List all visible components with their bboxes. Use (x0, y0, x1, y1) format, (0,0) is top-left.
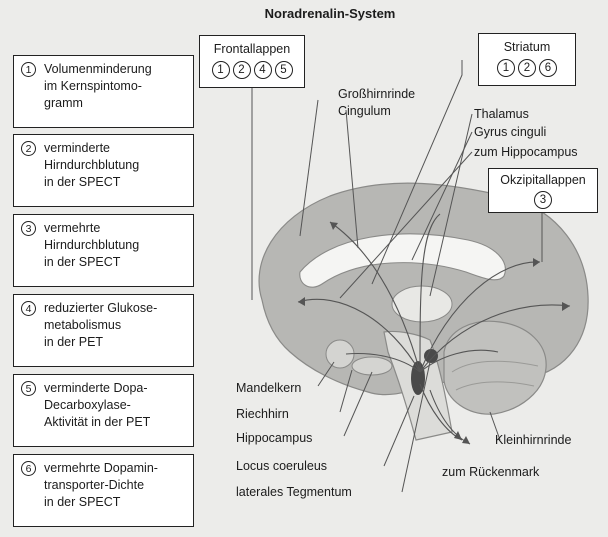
legend-text: transporter-Dichte (44, 477, 187, 494)
region-title: Okzipitallappen (495, 172, 591, 189)
region-number: 2 (233, 61, 251, 79)
region-number: 5 (275, 61, 293, 79)
legend-item-5: 5 verminderte Dopa- Decarboxylase- Aktiv… (13, 374, 194, 447)
legend-text: verminderte Dopa- (44, 380, 187, 397)
label-thalamus: Thalamus (474, 106, 529, 122)
legend-item-4: 4 reduzierter Glukose- metabolismus in d… (13, 294, 194, 367)
region-number: 4 (254, 61, 272, 79)
region-title: Frontallappen (206, 41, 298, 58)
legend-text: in der SPECT (44, 254, 187, 271)
label-hippocampus: Hippocampus (236, 430, 312, 446)
legend-text: in der SPECT (44, 174, 187, 191)
label-locus-coeruleus: Locus coeruleus (236, 458, 327, 474)
region-title: Striatum (485, 39, 569, 56)
region-number: 1 (212, 61, 230, 79)
legend-text: gramm (44, 95, 187, 112)
label-mandelkern: Mandelkern (236, 380, 301, 396)
label-kleinhirnrinde: Kleinhirnrinde (495, 432, 571, 448)
legend-text: Aktivität in der PET (44, 414, 187, 431)
tegmentum-nucleus (424, 349, 438, 363)
legend-text: verminderte (44, 140, 187, 157)
legend-item-1: 1 Volumenminderung im Kernspintomo- gram… (13, 55, 194, 128)
legend-item-6: 6 vermehrte Dopamin- transporter-Dichte … (13, 454, 194, 527)
legend-number: 2 (21, 141, 36, 156)
legend-item-3: 3 vermehrte Hirndurchblutung in der SPEC… (13, 214, 194, 287)
legend-text: im Kernspintomo- (44, 78, 187, 95)
legend-text: Hirndurchblutung (44, 157, 187, 174)
region-number: 1 (497, 59, 515, 77)
label-riechhirn: Riechhirn (236, 406, 289, 422)
legend-text: Hirndurchblutung (44, 237, 187, 254)
legend-number: 1 (21, 62, 36, 77)
legend-number: 3 (21, 221, 36, 236)
legend-number: 4 (21, 301, 36, 316)
label-laterales-tegmentum: laterales Tegmentum (236, 484, 352, 500)
okzipitallappen-box: Okzipitallappen 3 (488, 168, 598, 213)
label-grosshirnrinde: Großhirnrinde (338, 86, 415, 102)
striatum-box: Striatum 1 2 6 (478, 33, 576, 86)
region-number: 2 (518, 59, 536, 77)
label-zum-rueckenmark: zum Rückenmark (442, 464, 539, 480)
legend-text: Volumenminderung (44, 61, 187, 78)
region-number: 6 (539, 59, 557, 77)
legend-text: in der PET (44, 334, 187, 351)
legend-text: reduzierter Glukose- (44, 300, 187, 317)
label-gyrus-cinguli: Gyrus cinguli (474, 124, 546, 140)
region-number: 3 (534, 191, 552, 209)
legend-text: vermehrte Dopamin- (44, 460, 187, 477)
frontallappen-box: Frontallappen 1 2 4 5 (199, 35, 305, 88)
legend-text: in der SPECT (44, 494, 187, 511)
label-cingulum: Cingulum (338, 103, 391, 119)
legend-text: vermehrte (44, 220, 187, 237)
label-zum-hippocampus: zum Hippocampus (474, 144, 578, 160)
legend-number: 5 (21, 381, 36, 396)
legend-text: metabolismus (44, 317, 187, 334)
legend-item-2: 2 verminderte Hirndurchblutung in der SP… (13, 134, 194, 207)
diagram-title: Noradrenalin-System (230, 6, 430, 21)
legend-text: Decarboxylase- (44, 397, 187, 414)
legend-number: 6 (21, 461, 36, 476)
